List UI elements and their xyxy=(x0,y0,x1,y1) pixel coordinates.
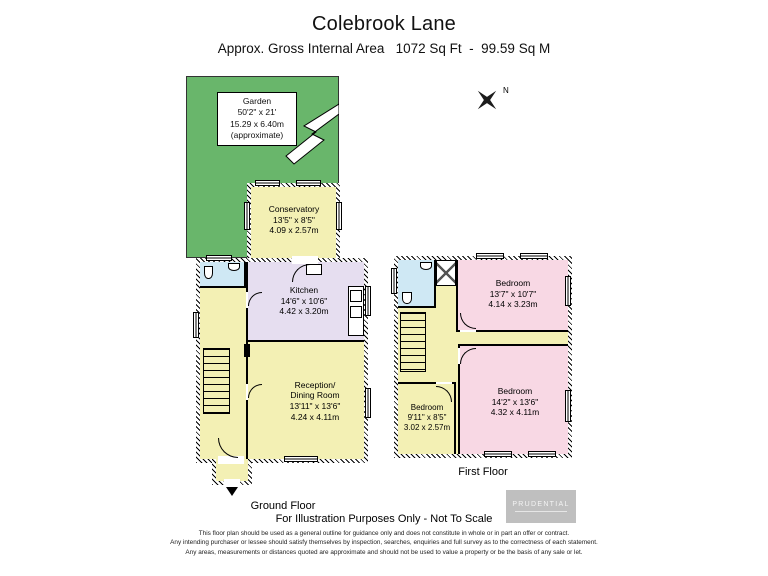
conservatory-dims-imperial: 13'5" x 8'5" xyxy=(273,214,315,225)
door-opening xyxy=(218,456,244,464)
window xyxy=(336,202,342,230)
window xyxy=(520,253,548,259)
kitchen-name: Kitchen xyxy=(289,285,319,296)
reception-name-line2: Dining Room xyxy=(290,390,340,401)
conservatory-room xyxy=(247,183,340,262)
bedroom3-name: Bedroom xyxy=(410,403,444,412)
door-opening xyxy=(246,292,248,308)
bedroom2-dims-imperial: 14'2" x 13'6" xyxy=(491,396,539,407)
garden-dims-metric: 15.29 x 6.40m xyxy=(230,118,284,129)
door-opening xyxy=(246,384,248,400)
brand-name: PRUDENTIAL xyxy=(512,501,570,508)
window xyxy=(565,276,571,306)
reception-name-line1: Reception/ xyxy=(294,379,336,390)
plan-subtitle: Approx. Gross Internal Area 1072 Sq Ft -… xyxy=(217,41,551,56)
window xyxy=(244,202,250,230)
plan-title: Colebrook Lane xyxy=(311,13,456,35)
reception-dims-metric: 4.24 x 4.11m xyxy=(290,411,340,422)
disclaimer-line-1: This floor plan should be used as a gene… xyxy=(198,530,570,537)
window xyxy=(565,390,571,422)
garden-dims-imperial: 50'2" x 21' xyxy=(237,107,277,118)
garden-break-mark xyxy=(285,103,339,165)
shower-icon xyxy=(436,260,456,286)
bedroom3-dims-metric: 3.02 x 2.57m xyxy=(403,423,451,432)
kitchen-sink-icon xyxy=(350,290,362,302)
window xyxy=(193,312,199,338)
kitchen-dims-imperial: 14'6" x 10'6" xyxy=(280,295,328,306)
door-opening xyxy=(436,382,452,384)
disclaimer-line-2: Any intending purchaser or lessee should… xyxy=(170,539,598,547)
bedroom3-dims-imperial: 9'11" x 8'5" xyxy=(407,413,447,422)
toilet-icon xyxy=(204,266,213,279)
window xyxy=(206,255,232,261)
garden-name: Garden xyxy=(242,96,272,106)
garden-note: (approximate) xyxy=(230,130,284,141)
bedroom1-dims-imperial: 13'7" x 10'7" xyxy=(489,288,537,299)
bedroom1-dims-metric: 4.14 x 3.23m xyxy=(488,299,538,310)
window xyxy=(365,286,371,316)
bedroom2-name: Bedroom xyxy=(497,386,533,397)
brand-logo: PRUDENTIAL xyxy=(506,490,576,523)
bedroom1-name: Bedroom xyxy=(495,278,531,289)
sink-icon xyxy=(420,262,432,270)
entrance-arrow-icon xyxy=(226,487,238,496)
toilet-icon xyxy=(402,292,412,304)
door-opening xyxy=(292,256,318,264)
sink-icon xyxy=(228,263,240,271)
bedroom2-label: Bedroom 14'2" x 13'6" 4.32 x 4.11m xyxy=(468,382,562,422)
door-arc xyxy=(248,384,262,398)
bedroom2-dims-metric: 4.32 x 4.11m xyxy=(490,407,540,418)
compass-n-label: N xyxy=(503,86,509,95)
compass-icon: N xyxy=(477,86,509,110)
ground-floor-label: Ground Floor xyxy=(250,500,316,512)
staircase xyxy=(203,348,230,414)
conservatory-dims-metric: 4.09 x 2.57m xyxy=(269,225,319,236)
window xyxy=(365,388,371,418)
bedroom3-label: Bedroom 9'11" x 8'5" 3.02 x 2.57m xyxy=(396,396,458,440)
window xyxy=(528,451,556,457)
window xyxy=(284,456,318,462)
kitchen-label: Kitchen 14'6" x 10'6" 4.42 x 3.20m xyxy=(258,282,350,320)
door-opening xyxy=(224,479,240,486)
chimney-breast xyxy=(244,344,250,357)
brand-logo-line xyxy=(515,511,567,512)
conservatory-label: Conservatory 13'5" x 8'5" 4.09 x 2.57m xyxy=(250,200,338,240)
kitchen-dims-metric: 4.42 x 3.20m xyxy=(279,306,329,317)
reception-room xyxy=(246,342,364,459)
bedroom1-label: Bedroom 13'7" x 10'7" 4.14 x 3.23m xyxy=(466,274,560,314)
door-opening xyxy=(460,330,476,332)
staircase xyxy=(400,312,426,372)
window xyxy=(255,180,280,186)
illustration-note: For Illustration Purposes Only - Not To … xyxy=(275,513,493,525)
window xyxy=(476,253,504,259)
reception-label: Reception/ Dining Room 13'11" x 13'6" 4.… xyxy=(268,376,362,426)
window xyxy=(484,451,512,457)
garden-label-box: Garden 50'2" x 21' 15.29 x 6.40m (approx… xyxy=(217,92,297,146)
disclaimer: This floor plan should be used as a gene… xyxy=(0,529,768,557)
door-arc xyxy=(248,292,262,306)
disclaimer-line-3: Any areas, measurements or distances quo… xyxy=(185,548,583,556)
window xyxy=(391,268,397,294)
conservatory-name: Conservatory xyxy=(268,204,320,215)
first-floor-label: First Floor xyxy=(458,466,508,478)
bedroom2-room xyxy=(458,344,568,454)
hob-icon xyxy=(350,306,362,318)
window xyxy=(296,180,321,186)
porch xyxy=(212,459,252,485)
door-opening xyxy=(458,348,460,364)
reception-dims-imperial: 13'11" x 13'6" xyxy=(289,401,341,411)
